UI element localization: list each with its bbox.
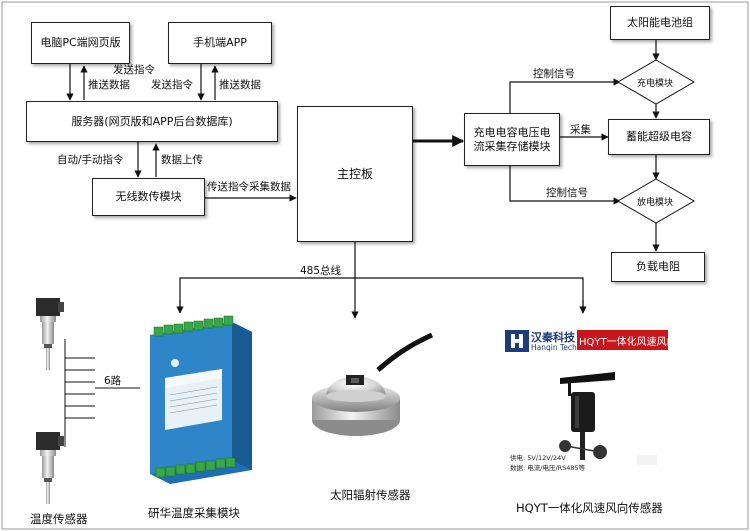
server-label: 服务器(网页版和APP后台数据库) (71, 114, 233, 128)
edge-six-way (64, 339, 140, 447)
label-ctrl-signal-1: 控制信号 (533, 68, 575, 80)
load-label: 负载电阻 (636, 260, 680, 274)
label-push-data-1: 推送数据 (88, 79, 130, 91)
solar-battery-label: 太阳能电池组 (627, 16, 693, 30)
label-collect: 采集 (570, 124, 591, 136)
caption-wind-sensor: HQYT一体化风速风向传感器 (516, 501, 663, 515)
edge-pc-server (66, 64, 88, 101)
label-send-collect: 传送指令采集数据 (207, 181, 291, 193)
discharge-module-diamond (617, 178, 695, 224)
wireless-box: 无线数传模块 (92, 178, 205, 216)
solar-radiation-image (312, 332, 434, 436)
label-auto-manual: 自动/手动指令 (57, 154, 124, 166)
label-push-data-2: 推送数据 (219, 79, 261, 91)
temp-sensor-1-image (36, 298, 64, 370)
edge-power-chain (509, 40, 660, 252)
pc-web-label: 电脑PC端网页版 (40, 36, 121, 50)
caption-solar-rad: 太阳辐射传感器 (330, 488, 411, 502)
load-box: 负载电阻 (611, 252, 705, 282)
main-board-label: 主控板 (336, 166, 373, 181)
solar-battery-box: 太阳能电池组 (610, 6, 710, 40)
edge-app-server (197, 64, 219, 101)
supercap-label: 蓄能超级电容 (626, 130, 692, 144)
spec-line-2: 数据: 电流/电压/RS485等 (510, 464, 586, 472)
mobile-app-label: 手机端APP (193, 36, 247, 50)
charge-module-diamond (617, 59, 695, 105)
hanqin-logo-text: 汉秦科技 (531, 331, 575, 344)
temp-module-image (150, 315, 252, 484)
temp-sensor-2-image (36, 432, 64, 504)
label-send-cmd-2: 发送指令 (151, 79, 193, 91)
edge-server-wireless (134, 142, 160, 178)
charge-collect-label: 充电电容电压电流采集存储模块 (473, 125, 551, 153)
mobile-app-box: 手机端APP (168, 22, 272, 64)
pc-web-box: 电脑PC端网页版 (31, 22, 130, 64)
supercap-box: 蓄能超级电容 (608, 119, 710, 155)
edge-485-bus (176, 242, 587, 319)
caption-temp-module: 研华温度采集模块 (148, 506, 240, 520)
label-send-cmd-1: 发送指令 (113, 64, 155, 76)
hqyt-banner-text: HQYT一体化风速风向传感器 (579, 337, 707, 348)
main-board-box: 主控板 (297, 106, 413, 242)
charge-collect-box: 充电电容电压电流采集存储模块 (464, 113, 560, 166)
discharge-module-label: 放电模块 (637, 198, 674, 208)
hanqin-sub-text: Hanqin Tech (531, 343, 577, 352)
caption-temp-sensor: 温度传感器 (30, 512, 88, 526)
label-data-upload: 数据上传 (161, 154, 203, 166)
wind-sensor-image (505, 328, 668, 468)
label-485-bus: 485总线 (300, 265, 342, 277)
label-ctrl-signal-2: 控制信号 (546, 187, 588, 199)
server-box: 服务器(网页版和APP后台数据库) (26, 101, 278, 142)
charge-module-label: 充电模块 (637, 79, 674, 89)
wireless-label: 无线数传模块 (115, 190, 182, 204)
spec-line-1: 供电: 5V/12V/24V (510, 454, 566, 462)
label-six-way: 6路 (104, 375, 122, 387)
